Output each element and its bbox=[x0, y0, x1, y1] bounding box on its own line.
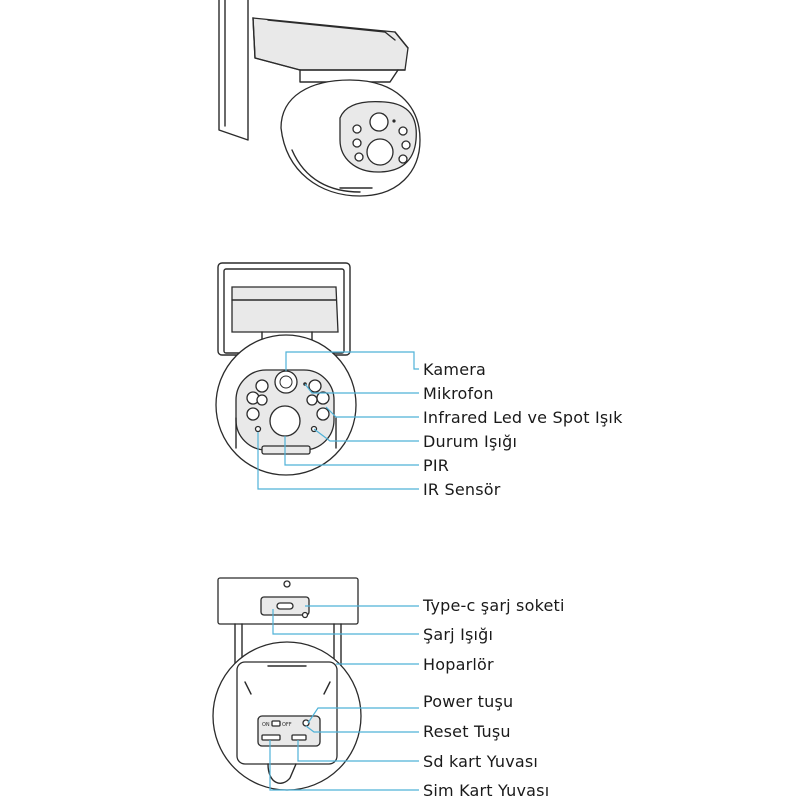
label-infrared-led-spotlight: Infrared Led ve Spot Işık bbox=[423, 408, 623, 427]
label-charging-light: Şarj Işığı bbox=[423, 625, 494, 644]
switch-off-label: OFF bbox=[282, 722, 292, 728]
camera-front-view bbox=[215, 262, 419, 490]
switch-on-label: ON bbox=[262, 722, 270, 728]
label-typec-charging-port: Type-c şarj soketi bbox=[423, 596, 565, 615]
label-power-button: Power tuşu bbox=[423, 692, 514, 711]
label-pir: PIR bbox=[423, 456, 450, 475]
label-microphone: Mikrofon bbox=[423, 384, 494, 403]
label-speaker: Hoparlör bbox=[423, 655, 494, 674]
camera-isometric-view bbox=[218, 0, 421, 197]
label-camera: Kamera bbox=[423, 360, 487, 379]
label-reset-button: Reset Tuşu bbox=[423, 722, 511, 741]
label-sim-card-slot: Sim Kart Yuvası bbox=[423, 781, 550, 800]
label-ir-sensor: IR Sensör bbox=[423, 480, 501, 499]
camera-back-view: ON OFF bbox=[212, 577, 419, 791]
label-sd-card-slot: Sd kart Yuvası bbox=[423, 752, 539, 771]
label-status-light: Durum Işığı bbox=[423, 432, 518, 451]
